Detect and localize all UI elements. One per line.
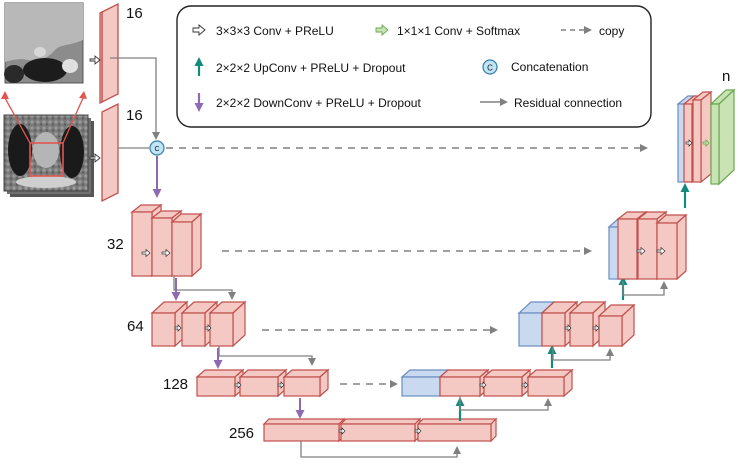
channel-label-256: 256 — [229, 425, 254, 442]
block-32-3 — [170, 212, 203, 278]
residual-connector-dec64 — [552, 346, 614, 361]
conv-arrow-icon — [174, 324, 182, 332]
conv-arrow-icon — [564, 324, 572, 332]
legend-conv3-label: 3×3×3 Conv + PReLU — [216, 24, 334, 38]
feature-map-16-b — [101, 102, 119, 203]
conv-arrow-icon — [414, 427, 422, 435]
conv-arrow-icon — [636, 246, 646, 256]
channel-label-output: n — [722, 68, 730, 85]
conv-arrow-icon — [89, 55, 101, 65]
copy-block-128 — [400, 369, 450, 397]
decoder-block-32-3 — [655, 213, 688, 281]
legend-residual-label: Residual connection — [514, 96, 622, 110]
decoder-block-128-3 — [526, 368, 574, 398]
zoom-indicator — [1, 91, 87, 144]
conv-arrow-icon — [192, 24, 206, 36]
block-64-1 — [150, 300, 189, 348]
feature-map-16-a — [99, 2, 119, 105]
block-128-3 — [282, 368, 330, 398]
residual-connector-dec128 — [459, 396, 552, 411]
legend-concat-label: Concatenation — [511, 60, 588, 74]
output-softmax-block — [709, 88, 736, 186]
copy-connector-top — [110, 57, 160, 140]
decoder-block-16-2 — [691, 90, 713, 184]
legend-copy-label: copy — [599, 24, 624, 38]
channel-label-16b: 16 — [126, 107, 143, 124]
residual-connector-32 — [173, 276, 236, 300]
channel-label-32: 32 — [107, 236, 124, 253]
block-64-3 — [208, 300, 247, 348]
ct-zoomed-image — [4, 2, 84, 84]
residual-connector-dec32 — [622, 281, 668, 296]
conv-arrow-icon — [277, 381, 285, 389]
svg-text:C: C — [487, 64, 493, 73]
channel-label-16a: 16 — [126, 5, 143, 22]
decoder-block-64-3 — [597, 303, 636, 348]
conv-arrow-icon — [685, 139, 693, 147]
residual-connector-256 — [300, 441, 461, 458]
block-128-1 — [195, 368, 245, 398]
decoder-block-128-2 — [482, 368, 532, 398]
svg-text:C: C — [154, 146, 159, 153]
conv-arrow-icon — [234, 381, 242, 389]
concatenation-circle-icon: C — [482, 59, 498, 75]
block-256-1 — [262, 417, 346, 443]
conv-arrow-icon — [592, 324, 600, 332]
decoder-block-128-1 — [438, 368, 490, 398]
residual-connector-64 — [218, 346, 316, 366]
block-256-3 — [416, 417, 498, 443]
block-256-2 — [339, 417, 422, 443]
concatenation-circle-icon: C — [149, 140, 165, 156]
block-128-2 — [238, 368, 288, 398]
conv-arrow-icon — [521, 381, 529, 389]
softmax-arrow-icon — [702, 139, 710, 147]
legend-conv1-label: 1×1×1 Conv + Softmax — [397, 24, 520, 38]
softmax-arrow-icon — [375, 24, 389, 36]
conv-arrow-icon — [656, 246, 666, 256]
conv-arrow-icon — [338, 427, 346, 435]
legend-box: 3×3×3 Conv + PReLU 1×1×1 Conv + Softmax … — [176, 5, 652, 128]
legend-downconv-label: 2×2×2 DownConv + PReLU + Dropout — [216, 96, 421, 110]
conv-arrow-icon — [204, 324, 212, 332]
channel-label-64: 64 — [127, 318, 144, 335]
conv-arrow-icon — [141, 248, 151, 258]
conv-arrow-icon — [479, 381, 487, 389]
conv-arrow-icon — [89, 153, 101, 163]
ct-full-image — [3, 114, 94, 197]
channel-label-128: 128 — [163, 376, 188, 393]
legend-upconv-label: 2×2×2 UpConv + PReLU + Dropout — [216, 61, 406, 75]
conv-arrow-icon — [161, 248, 171, 258]
